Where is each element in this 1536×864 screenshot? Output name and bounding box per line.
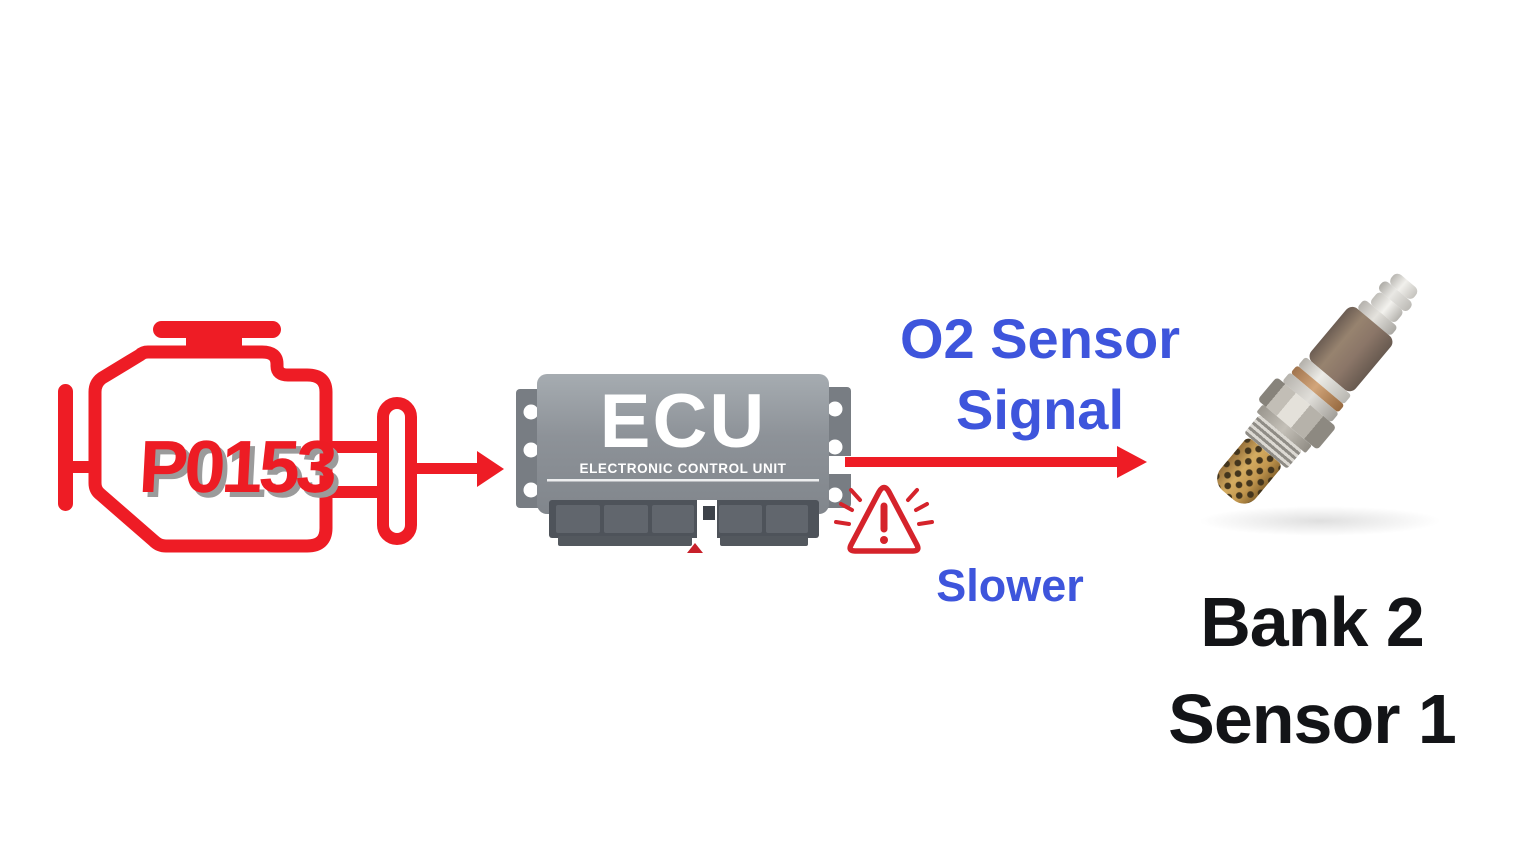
- small-pointer-up-icon: [687, 543, 703, 553]
- o2-sensor-signal-line2: Signal: [955, 378, 1125, 441]
- sensor-shadow: [1198, 506, 1442, 536]
- ecu-image: [516, 374, 854, 546]
- warning-triangle-icon: [834, 484, 934, 554]
- ecu-title: ECU: [599, 379, 767, 464]
- bank-label-line2: Sensor 1: [1168, 680, 1457, 758]
- o2-sensor-signal-label: O2 Sensor Signal: [870, 303, 1210, 445]
- arrow-right-icon-ecu-to-sensor: [845, 446, 1147, 478]
- bank-label-line1: Bank 2: [1200, 583, 1425, 661]
- arrow-right-icon-engine-to-ecu: [415, 451, 504, 487]
- slower-label: Slower: [936, 560, 1084, 611]
- dtc-code-label: P0153: [136, 425, 336, 508]
- bank-sensor-label: Bank 2 Sensor 1: [1136, 574, 1488, 768]
- check-engine-icon: [58, 321, 417, 553]
- ecu-subtitle: ELECTRONIC CONTROL UNIT: [579, 461, 787, 476]
- o2-sensor-signal-line1: O2 Sensor: [899, 307, 1181, 370]
